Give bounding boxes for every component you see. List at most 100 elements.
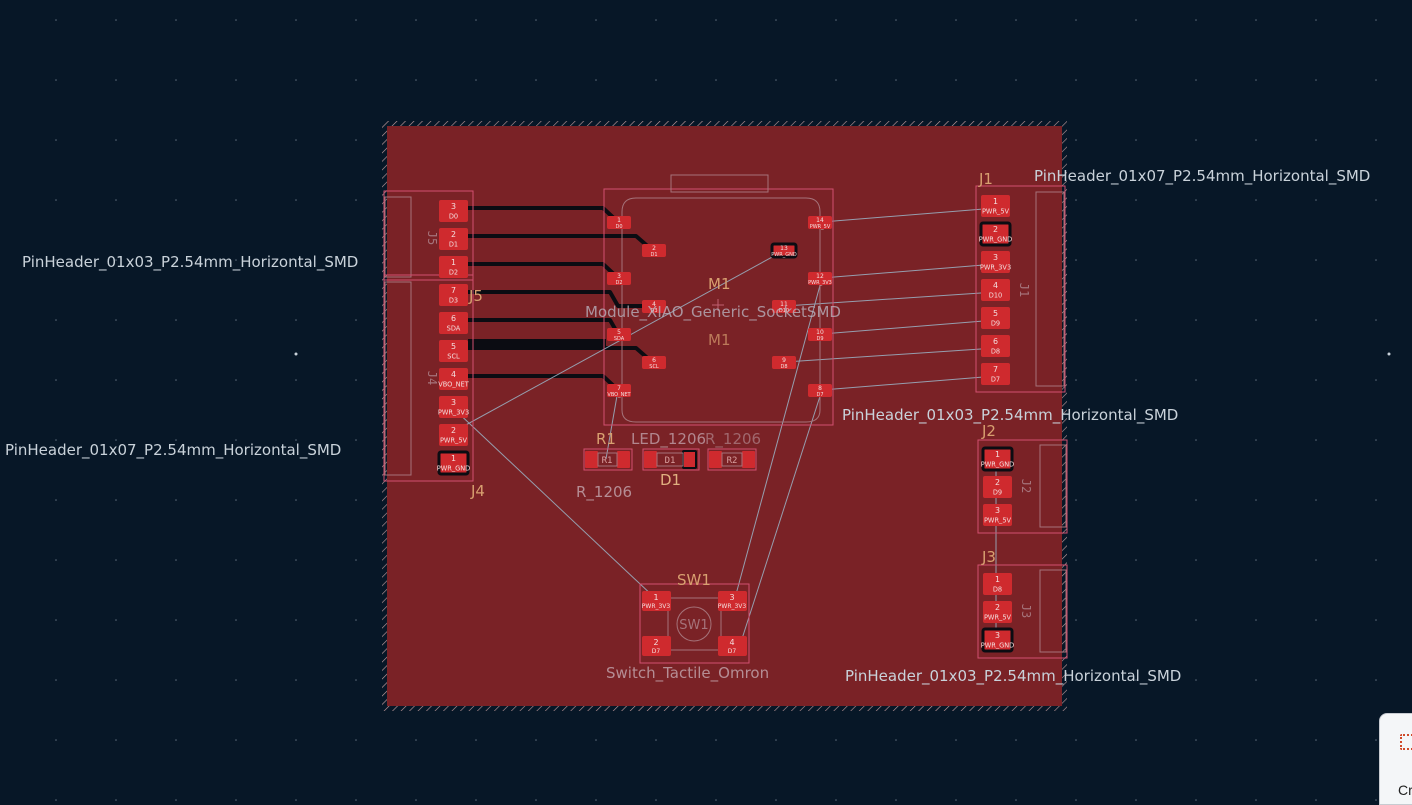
connector-body	[1039, 569, 1067, 653]
pad-net: D10	[779, 308, 789, 314]
value-r2[interactable]: R_1206	[705, 430, 761, 449]
ref-j3[interactable]: J3	[981, 548, 996, 566]
ref-j2[interactable]: J2	[981, 422, 996, 440]
pad-number: 3	[729, 593, 734, 602]
footprint-j1[interactable]: J1	[975, 185, 1066, 393]
m1-pad[interactable]: 8D7	[808, 384, 832, 398]
ref-j5[interactable]: J5	[468, 287, 483, 305]
pad[interactable]: 6D8	[981, 335, 1010, 357]
ref-sw1[interactable]: SW1	[677, 571, 711, 589]
pad-net: PWR_GND	[981, 461, 1015, 469]
value-j5[interactable]: PinHeader_01x03_P2.54mm_Horizontal_SMD	[22, 253, 358, 272]
value-j1[interactable]: PinHeader_01x07_P2.54mm_Horizontal_SMD	[1034, 167, 1370, 186]
pad[interactable]: 2D1	[439, 228, 468, 250]
connector-body	[1035, 191, 1065, 387]
value-m1[interactable]: Module_XIAO_Generic_SocketSMD	[585, 303, 841, 322]
pad-number: 1	[617, 217, 621, 224]
footprint-r1[interactable]: R1	[583, 448, 633, 471]
footprint-j3[interactable]: J3	[977, 564, 1068, 659]
m1-pad[interactable]: 4D3	[642, 300, 666, 314]
pad[interactable]: 1D8	[983, 573, 1012, 595]
pad-net: D9	[816, 336, 823, 342]
value-led[interactable]: LED_1206	[631, 430, 706, 449]
sw1-pad[interactable]: 4D7	[718, 636, 747, 656]
toolbar-popup[interactable]: Cr	[1379, 713, 1412, 805]
footprint-j4[interactable]: J4	[383, 274, 474, 482]
pad[interactable]: 3D0	[439, 200, 468, 222]
pad-net: D8	[993, 586, 1002, 594]
footprint-d1[interactable]: D1	[642, 448, 700, 471]
pad[interactable]: 1D2	[439, 256, 468, 278]
pad-net: D9	[993, 489, 1002, 497]
m1-pad[interactable]: 2D1	[642, 244, 666, 258]
selection-tool-icon[interactable]	[1400, 734, 1412, 750]
ref-m1[interactable]: M1	[708, 275, 731, 293]
pad-number: 13	[780, 245, 788, 252]
pad-number: 6	[451, 314, 456, 323]
pad-number: 2	[652, 245, 656, 252]
pad[interactable]: 7D3	[439, 284, 468, 306]
courtyard	[639, 583, 750, 664]
pad[interactable]: 5D9	[981, 307, 1010, 329]
m1-pad[interactable]: 3D2	[607, 272, 631, 286]
value-r1[interactable]: R_1206	[576, 483, 632, 502]
value-j3[interactable]: PinHeader_01x03_P2.54mm_Horizontal_SMD	[845, 667, 1181, 686]
footprint-j5[interactable]: J5	[383, 190, 474, 281]
courtyard	[642, 448, 700, 471]
footprint-sw1[interactable]: SW1	[639, 583, 750, 664]
m1-pad[interactable]: 9D8	[772, 356, 796, 370]
pad	[709, 451, 722, 468]
sw1-pad[interactable]: 2D7	[642, 636, 671, 656]
pad	[617, 451, 630, 468]
courtyard	[977, 564, 1068, 659]
footprint-m1[interactable]	[603, 174, 834, 426]
footprint-r2[interactable]: R2	[707, 448, 757, 471]
pad-number: 1	[995, 450, 1000, 459]
ref-d1[interactable]: D1	[660, 471, 681, 489]
pad[interactable]: 7D7	[981, 363, 1010, 385]
ratsnest	[452, 207, 997, 646]
pad-net: D0	[615, 224, 622, 230]
pad-number: 1	[993, 197, 998, 206]
value-j2[interactable]: PinHeader_01x03_P2.54mm_Horizontal_SMD	[842, 406, 1178, 425]
value-j4[interactable]: PinHeader_01x07_P2.54mm_Horizontal_SMD	[5, 441, 341, 460]
value-sw1[interactable]: Switch_Tactile_Omron	[606, 664, 769, 683]
pad-number: 3	[995, 631, 1000, 640]
ref-j1[interactable]: J1	[978, 170, 993, 188]
toolbar-popup-label: Cr	[1398, 782, 1412, 798]
m1-pad[interactable]: 1D0	[607, 216, 631, 230]
ref-j4[interactable]: J4	[470, 482, 485, 500]
pad[interactable]: 2D9	[983, 476, 1012, 498]
footprint-j2[interactable]: J2	[977, 439, 1068, 534]
body	[597, 452, 618, 467]
ref-r1[interactable]: R1	[596, 430, 616, 448]
